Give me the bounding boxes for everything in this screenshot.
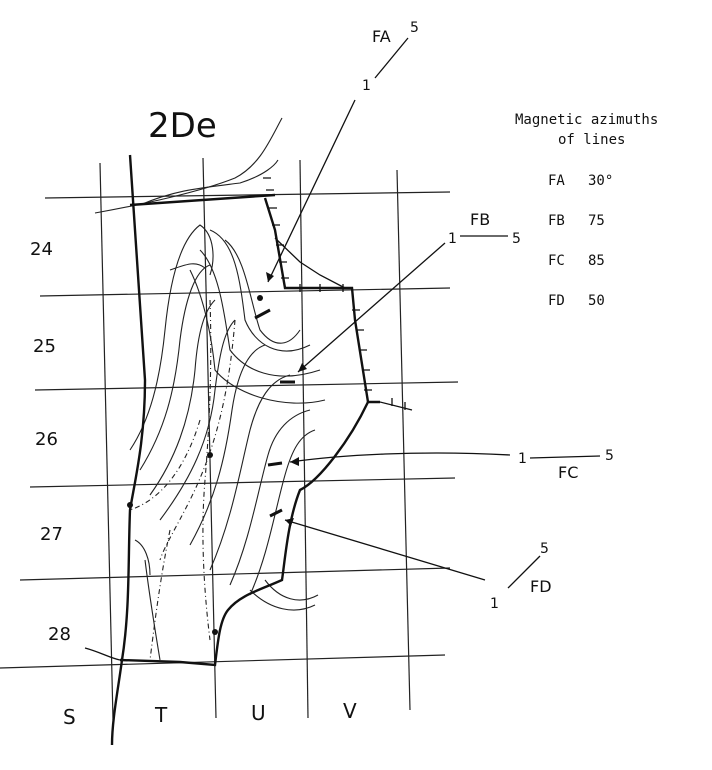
- column-label-v: V: [343, 699, 357, 723]
- column-labels: S T U V: [63, 699, 357, 729]
- column-label-t: T: [154, 703, 168, 727]
- legend-code-fb: FB: [548, 213, 565, 229]
- strike-dip-dip-fb: 5: [512, 231, 521, 247]
- strike-dip-fa: FA 5 1: [362, 20, 419, 94]
- legend-value-fa: 30°: [588, 173, 613, 189]
- strike-dip-fb: FB 1 5: [448, 210, 521, 247]
- strike-dip-strike-fb: 1: [448, 231, 457, 247]
- strike-dip-strike-fd: 1: [490, 596, 499, 612]
- legend-value-fb: 75: [588, 213, 605, 229]
- column-label-s: S: [63, 705, 76, 729]
- legend-code-fd: FD: [548, 293, 565, 309]
- row-label-24: 24: [30, 239, 53, 260]
- row-label-25: 25: [33, 336, 56, 357]
- row-labels: 24 25 26 27 28: [30, 239, 71, 645]
- strike-dip-dip-fd: 5: [540, 541, 549, 557]
- strike-dip-strike-fc: 1: [518, 451, 527, 467]
- strike-dip-strike-fa: 1: [362, 78, 371, 94]
- azimuth-legend: Magnetic azimuths of lines FA 30° FB 75 …: [515, 112, 658, 309]
- fence-ticks: [263, 177, 406, 410]
- outcrop-marks: [127, 295, 295, 635]
- legend-heading-line2: of lines: [558, 132, 625, 148]
- row-label-26: 26: [35, 429, 58, 450]
- strike-dip-dip-fc: 5: [605, 448, 614, 464]
- strike-dip-label-fd: FD: [530, 577, 552, 596]
- strike-dip-fc: 1 5 FC: [518, 448, 614, 482]
- strike-dip-label-fa: FA: [372, 27, 391, 46]
- column-label-u: U: [251, 701, 266, 725]
- legend-code-fa: FA: [548, 173, 565, 189]
- row-label-28: 28: [48, 624, 71, 645]
- strike-dip-label-fb: FB: [470, 210, 490, 229]
- drainage-lines: [129, 299, 236, 661]
- strike-dip-dip-fa: 5: [410, 20, 419, 36]
- strike-dip-label-fc: FC: [558, 463, 578, 482]
- legend-value-fd: 50: [588, 293, 605, 309]
- traverse-lines: [84, 154, 413, 746]
- map-title: 2De: [148, 106, 217, 146]
- leader-arrows: [266, 99, 511, 581]
- strike-dip-fd: 5 FD 1: [490, 541, 552, 612]
- row-label-27: 27: [40, 524, 63, 545]
- legend-code-fc: FC: [548, 253, 565, 269]
- legend-heading-line1: Magnetic azimuths: [515, 112, 658, 128]
- legend-value-fc: 85: [588, 253, 605, 269]
